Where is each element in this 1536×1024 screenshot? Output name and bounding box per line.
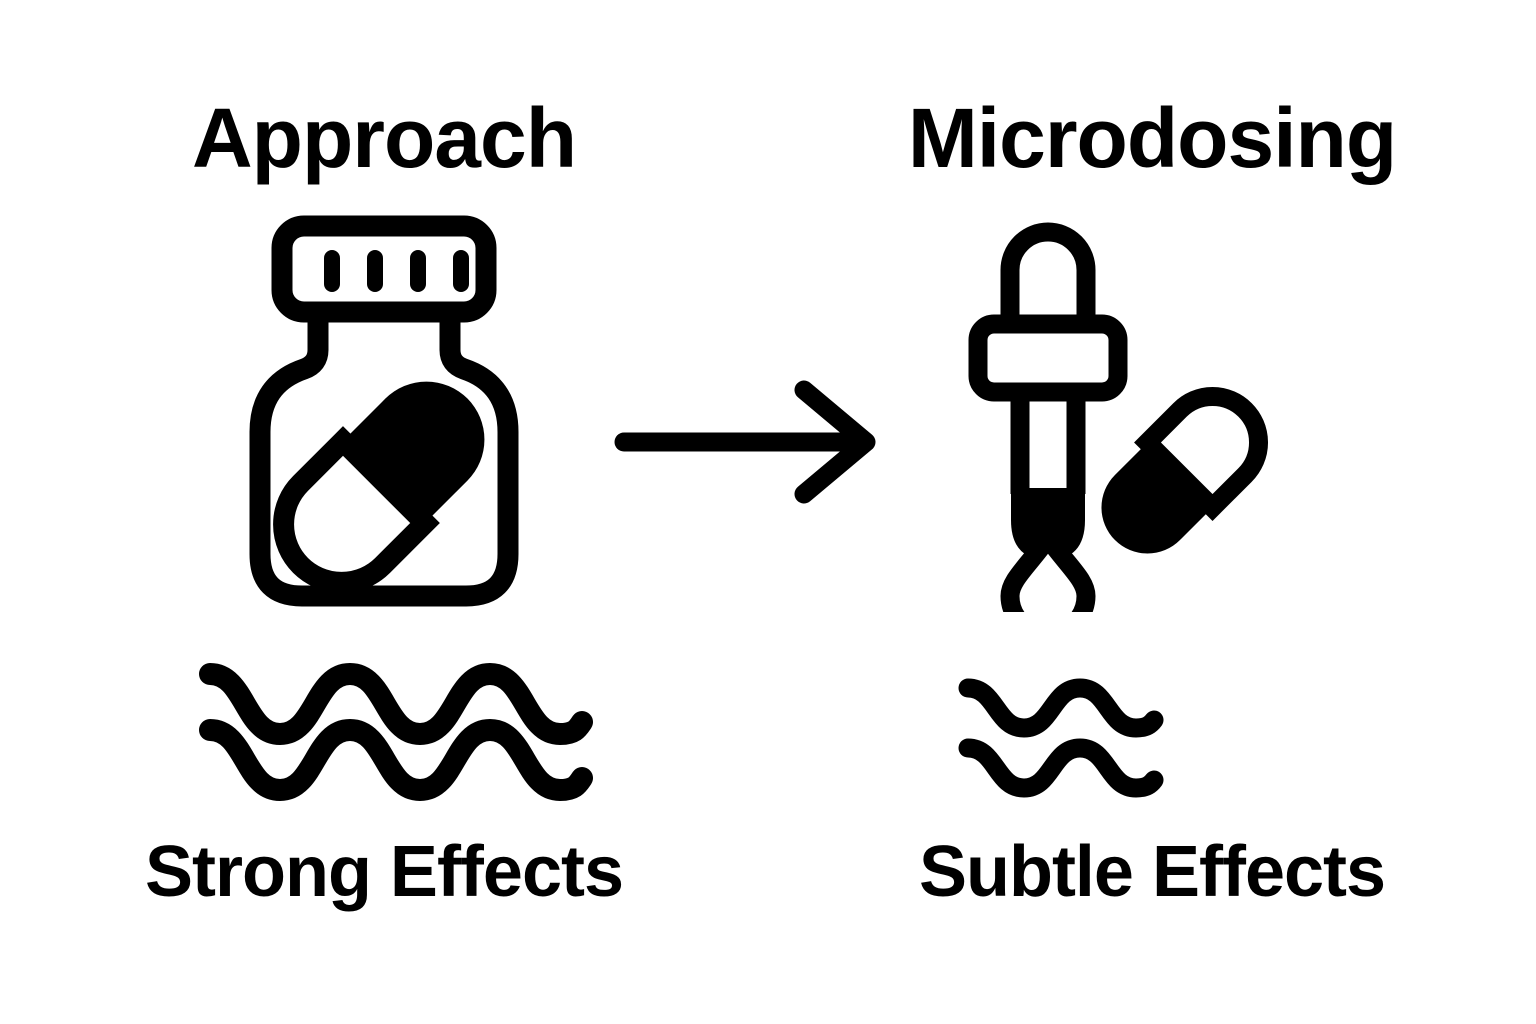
dropper-icon xyxy=(940,212,1280,612)
dropper-droplet xyxy=(1000,528,1096,612)
dropper-bulb xyxy=(1000,222,1096,330)
capsule-pill-icon xyxy=(1101,387,1268,554)
strong-effect-waves xyxy=(190,636,610,806)
bottle-body-shape xyxy=(249,314,519,607)
wave-line-1 xyxy=(199,663,593,745)
wave-line-2 xyxy=(199,719,593,801)
arrow-head xyxy=(794,380,876,504)
bottle-cap-shape xyxy=(271,215,497,323)
wave-line-1 xyxy=(958,678,1164,738)
dropper-collar xyxy=(968,314,1128,402)
right-panel-caption: Subtle Effects xyxy=(918,832,1386,912)
bottle-capsule-pill xyxy=(273,381,485,593)
pill-bottle-icon xyxy=(236,214,556,614)
wave-line-2 xyxy=(958,738,1164,798)
arrow-right-icon xyxy=(608,380,908,510)
right-panel-title: Microdosing xyxy=(907,91,1397,185)
bottle-cap-ridges xyxy=(324,250,469,292)
subtle-effect-waves xyxy=(950,660,1180,810)
dropper-tip xyxy=(1011,488,1085,560)
left-panel-caption: Strong Effects xyxy=(144,832,624,912)
dropper-shaft xyxy=(1010,394,1086,494)
left-panel-title: Approach xyxy=(191,91,577,185)
